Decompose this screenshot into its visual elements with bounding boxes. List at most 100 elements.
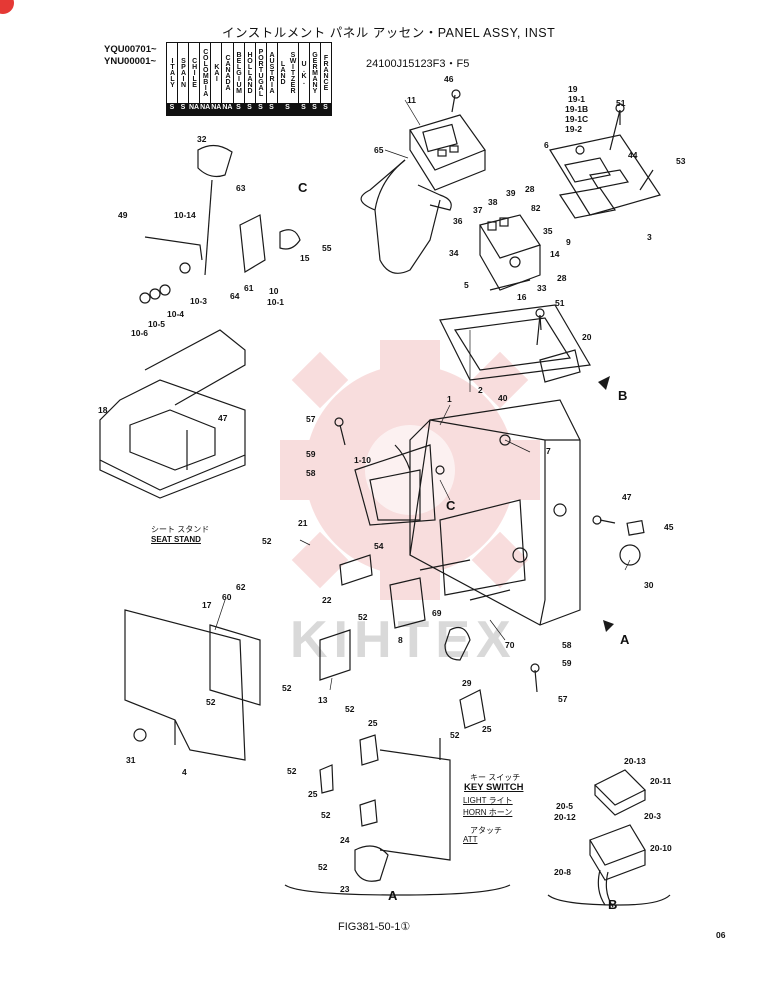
callout-5: 5	[464, 280, 469, 290]
callout-6: 6	[544, 140, 549, 150]
callout-52-i: 52	[318, 862, 328, 872]
page-title: インストルメント パネル アッセン・PANEL ASSY, INST	[222, 26, 556, 40]
callout-25-a: 25	[368, 718, 378, 728]
callout-15: 15	[300, 253, 310, 263]
callout-61: 61	[244, 283, 254, 293]
callout-19-1b: 19-1B	[565, 104, 589, 114]
callout-55: 55	[322, 243, 332, 253]
callout-28b: 28	[557, 273, 567, 283]
callout-62: 62	[236, 582, 246, 592]
callout-70: 70	[505, 640, 515, 650]
instrument-display	[360, 114, 486, 274]
callout-45: 45	[664, 522, 674, 532]
country-name: CHILE	[187, 42, 201, 104]
country-name: FRANCE	[319, 42, 332, 104]
callout-4: 4	[182, 767, 187, 777]
callout-37: 37	[473, 205, 483, 215]
callout-c-top: C	[298, 180, 308, 195]
callout-51-top: 51	[616, 98, 626, 108]
callout-52-c: 52	[282, 683, 292, 693]
country-mark: NA	[210, 103, 223, 116]
callout-10-6: 10-6	[131, 328, 149, 338]
seat-stand	[99, 329, 246, 499]
switch-box	[479, 214, 541, 291]
country-mark: NA	[187, 103, 201, 116]
view-b-arrow-label: B	[618, 388, 628, 403]
seat-stand-jp: シート スタンド	[151, 525, 210, 534]
callout-10-1: 10-1	[267, 297, 285, 307]
callout-10-5: 10-5	[148, 319, 166, 329]
callout-52-a: 52	[262, 536, 272, 546]
callout-28a: 28	[525, 184, 535, 194]
att-jp-label: アタッチ	[470, 826, 502, 835]
callout-19-1c: 19-1C	[565, 114, 589, 124]
callout-24: 24	[340, 835, 350, 845]
country-mark: S	[319, 103, 332, 116]
light-label: LIGHT ライト	[463, 796, 513, 805]
callout-59-top: 59	[306, 449, 316, 459]
callout-1-10: 1-10	[354, 455, 372, 465]
callout-52-h: 52	[321, 810, 331, 820]
callout-13: 13	[318, 695, 328, 705]
callout-57-top: 57	[306, 414, 316, 424]
callout-35: 35	[543, 226, 553, 236]
drawing-code: 24100J15123F3・F5	[366, 58, 470, 70]
serial-range-1: YQU00701~	[104, 44, 157, 55]
callout-25-b: 25	[308, 789, 318, 799]
att-label: ATT	[463, 835, 478, 844]
callout-47-right: 47	[622, 492, 632, 502]
callout-20-13: 20-13	[624, 756, 646, 766]
callout-64: 64	[230, 291, 240, 301]
callout-23: 23	[340, 884, 350, 894]
callout-58-top: 58	[306, 468, 316, 478]
callout-49: 49	[118, 210, 128, 220]
callout-44: 44	[628, 150, 638, 160]
callout-57-bottom: 57	[558, 694, 568, 704]
callout-52-g: 52	[287, 766, 297, 776]
callout-25-right: 25	[482, 724, 492, 734]
callout-65: 65	[374, 145, 384, 155]
callout-2: 2	[478, 385, 483, 395]
callout-52-f: 52	[345, 704, 355, 714]
callout-51-mid: 51	[555, 298, 565, 308]
cover-plate	[439, 304, 591, 383]
view-a-detail	[284, 734, 511, 896]
callout-1: 1	[447, 394, 452, 404]
callout-58-bottom: 58	[562, 640, 572, 650]
view-b-section-label: B	[608, 897, 618, 912]
callout-20-5: 20-5	[556, 801, 574, 811]
callout-9: 9	[566, 237, 571, 247]
callout-17: 17	[202, 600, 212, 610]
callout-29: 29	[462, 678, 472, 688]
key-switch-en: KEY SWITCH	[464, 782, 524, 793]
switch-panel	[549, 109, 661, 219]
country-mark: S	[276, 103, 299, 116]
callout-20-12: 20-12	[554, 812, 576, 822]
page-number: 06	[716, 930, 726, 940]
callout-63: 63	[236, 183, 246, 193]
country-mark: NA	[221, 103, 234, 116]
main-box	[354, 399, 581, 626]
callout-69: 69	[432, 608, 442, 618]
callout-20-11: 20-11	[650, 776, 672, 786]
view-a-section-label: A	[388, 888, 398, 903]
callout-47-left: 47	[218, 413, 228, 423]
callout-18: 18	[98, 405, 108, 415]
callout-38: 38	[488, 197, 498, 207]
key-switch-jp: キー スイッチ	[470, 773, 521, 782]
serial-range-2: YNU00001~	[104, 56, 157, 67]
callout-20-10: 20-10	[650, 843, 672, 853]
watermark-text: KIHTEX	[290, 611, 517, 669]
callout-32: 32	[197, 134, 207, 144]
callout-53: 53	[676, 156, 686, 166]
horn-label: HORN ホーン	[463, 808, 513, 817]
callout-52-e: 52	[450, 730, 460, 740]
callout-14: 14	[550, 249, 560, 259]
callout-c-mid: C	[446, 498, 456, 513]
callout-20-8: 20-8	[554, 867, 572, 877]
callout-19: 19	[568, 84, 578, 94]
callout-7: 7	[546, 446, 551, 456]
corner-badge	[0, 0, 14, 14]
